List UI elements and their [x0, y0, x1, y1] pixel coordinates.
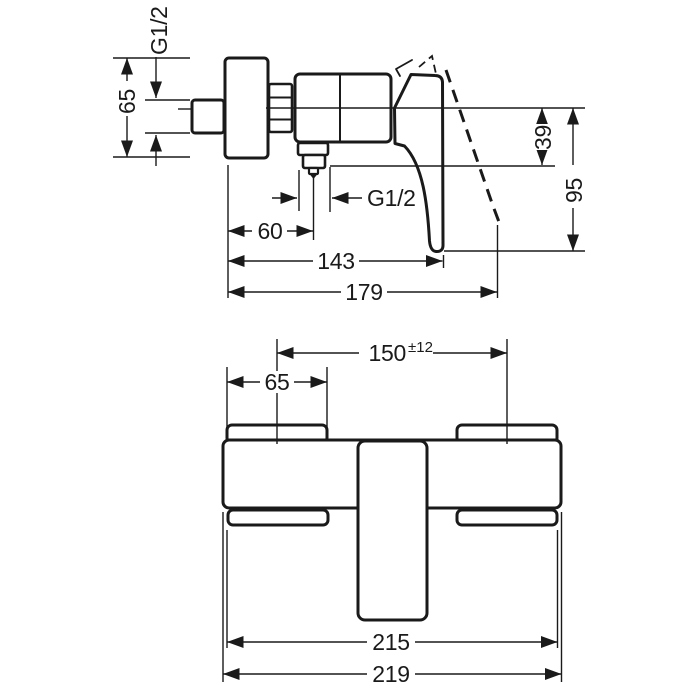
dim-65-front-label: 65 [265, 369, 290, 395]
dim-39-label: 39 [530, 125, 556, 150]
outlet-tip [309, 174, 318, 179]
outlet-flange [296, 141, 330, 157]
dim-39-mask [531, 124, 553, 150]
side-view: 65 G1/2 G1/2 60 143 179 39 95 [110, 6, 587, 305]
escutcheon-right-bottom [455, 508, 559, 527]
dim-219-label: 219 [372, 661, 409, 687]
dim-65-front-mask [260, 371, 294, 393]
lever-nose-open-dashed [418, 54, 437, 75]
dim-95-label: 95 [561, 178, 587, 203]
outlet-nut [301, 153, 327, 170]
dim-65-side-mask [110, 81, 137, 116]
dim-143-mask [313, 250, 359, 272]
dim-95-mask [562, 165, 584, 208]
escutcheon-left-bottom [226, 508, 330, 527]
dim-219-mask [367, 663, 415, 685]
dim-215-label: 215 [372, 629, 409, 655]
lever-handle-side [393, 73, 445, 254]
dim-150-tolerance-label: ±12 [408, 339, 433, 356]
dim-215-mask [367, 631, 415, 653]
outlet-nipple [307, 166, 320, 176]
dim-150-label: 150 [369, 340, 406, 366]
escutcheon-side [223, 56, 270, 160]
dim-143-label: 143 [317, 248, 354, 274]
dim-g12-outlet-label: G1/2 [367, 185, 416, 211]
dim-179-mask [341, 281, 387, 303]
wall-union-connector [190, 98, 226, 135]
dim-65-side-label: 65 [114, 89, 140, 114]
dim-179-label: 179 [345, 279, 382, 305]
lever-handle-front [356, 439, 429, 622]
dim-60-label: 60 [258, 218, 283, 244]
lever-nose [395, 59, 413, 77]
dim-g12-inlet-label: G1/2 [146, 6, 172, 55]
lever-open-position-dashed [444, 69, 501, 223]
front-view: 150 ±12 65 215 219 [221, 339, 563, 687]
dim-60-mask [252, 220, 287, 242]
dim-150-mask [359, 341, 433, 364]
